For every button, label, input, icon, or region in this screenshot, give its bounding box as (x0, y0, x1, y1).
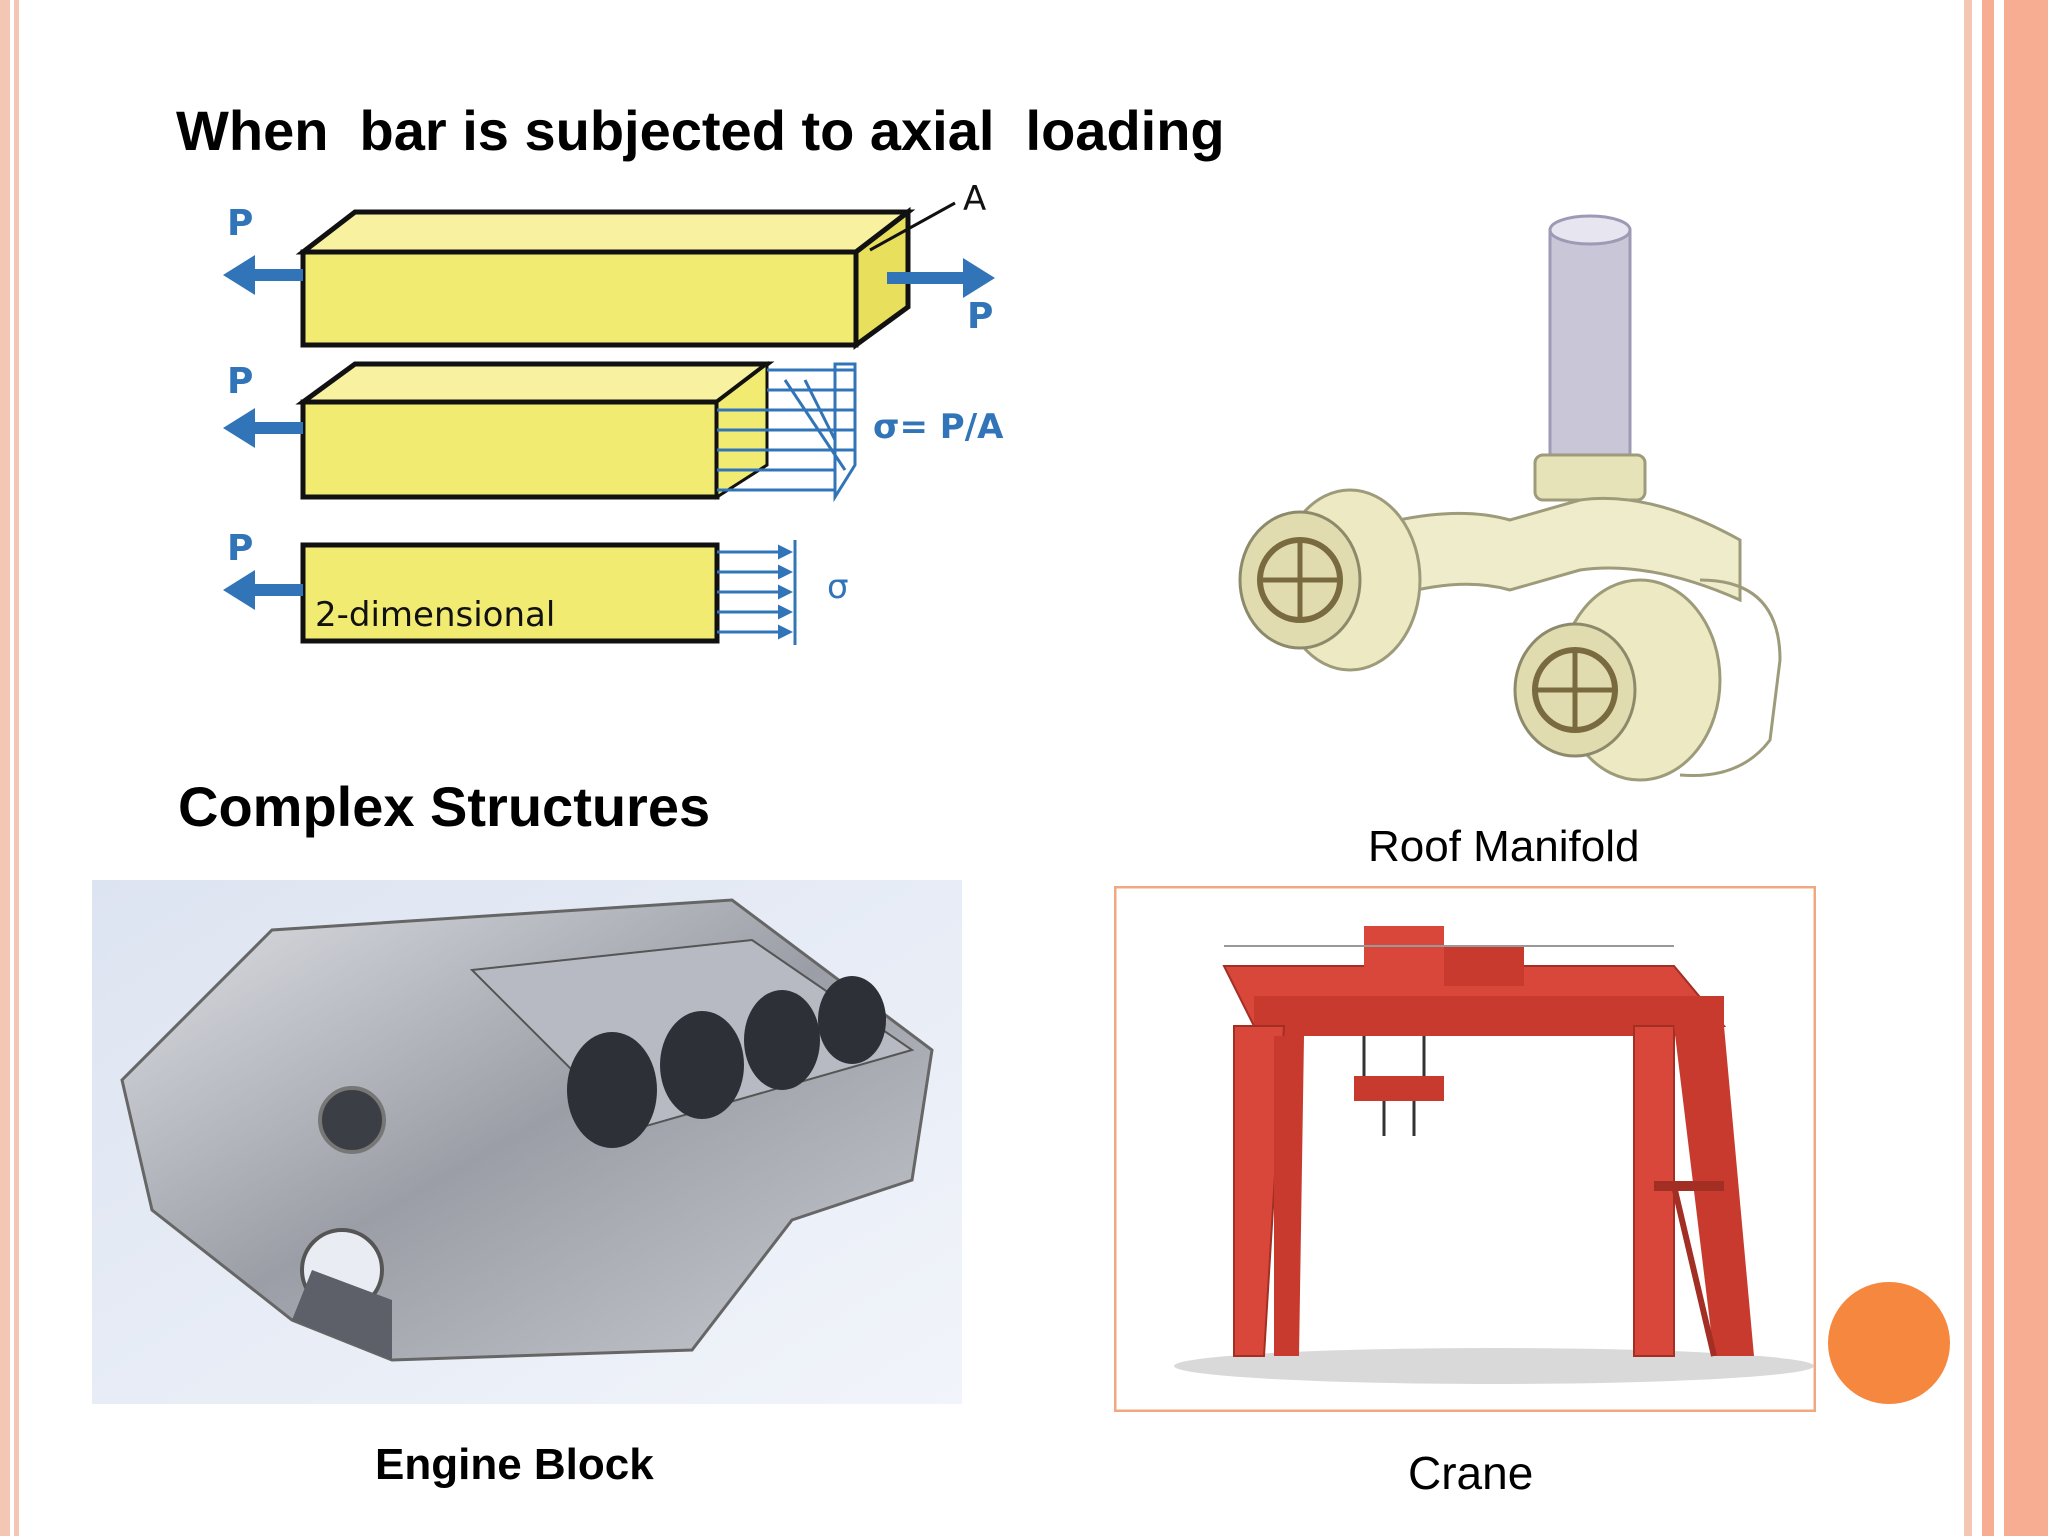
left-border-decoration (0, 0, 22, 1536)
complex-structures-heading: Complex Structures (178, 775, 711, 838)
crane-image (1114, 886, 1816, 1412)
full-bar (295, 201, 956, 350)
roof-manifold-caption: Roof Manifold (1368, 822, 1640, 871)
load-arrow-left-3 (223, 570, 303, 610)
two-dimensional-label: 2-dimensional (315, 595, 555, 635)
engine-block-image (92, 880, 962, 1404)
right-border-decoration (1964, 0, 2048, 1536)
cut-bar (295, 360, 775, 500)
load-arrow-right-1 (887, 258, 995, 298)
stress-arrows-2d (717, 540, 797, 645)
load-label-p2: P (967, 296, 993, 337)
axial-loading-heading: When bar is subjected to axial loading (176, 99, 1225, 162)
crane-caption: Crane (1408, 1447, 1534, 1499)
load-arrow-left-1 (223, 255, 303, 295)
stress-formula: σ= P/A (873, 407, 1004, 447)
load-arrow-left-2 (223, 408, 303, 448)
load-label-p3: P (227, 361, 253, 402)
stress-arrows-3d (717, 362, 857, 503)
load-label-p1: P (227, 203, 253, 244)
accent-circle-decoration (1828, 1282, 1950, 1404)
axial-loading-diagram: P P A P σ= P/A P 2-dimensional σ (223, 180, 1004, 645)
roof-manifold-image (1180, 200, 1880, 800)
stress-symbol: σ (827, 567, 849, 607)
engine-block-caption: Engine Block (375, 1440, 654, 1489)
load-label-p4: P (227, 528, 253, 569)
area-label: A (963, 180, 986, 219)
two-dimensional-bar (300, 542, 720, 644)
